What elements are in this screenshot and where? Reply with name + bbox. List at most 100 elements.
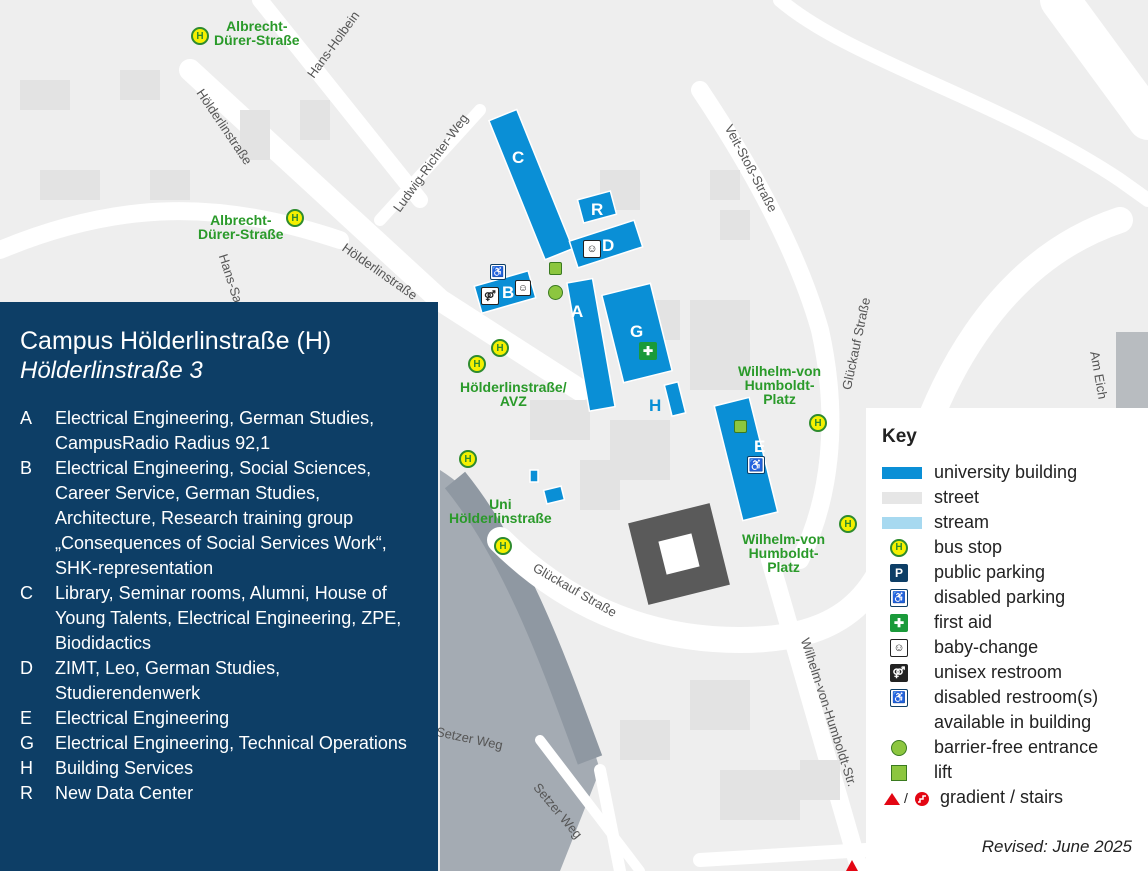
building-description: Library, Seminar rooms, Alumni, House of…: [55, 583, 402, 653]
building-description: ZIMT, Leo, German Studies, Studierendenw…: [55, 658, 281, 703]
key-item: ♿disabled restroom(s): [882, 685, 1098, 710]
building-E: [713, 396, 779, 522]
bus-stop-icon[interactable]: H: [809, 414, 827, 432]
key-label: gradient / stairs: [940, 787, 1064, 807]
bus-stop-icon[interactable]: H: [286, 209, 304, 227]
map-label-H[interactable]: H: [649, 396, 662, 415]
building-entry: R New Data Center: [20, 781, 420, 806]
unisex-restroom-icon: ⚤: [481, 287, 499, 305]
building-entry: D ZIMT, Leo, German Studies, Studierenden…: [20, 656, 420, 706]
key-item: street: [882, 485, 1098, 510]
baby-change-icon: ☺: [583, 240, 601, 258]
key-label: barrier-free entrance: [934, 737, 1099, 757]
key-title: Key: [882, 426, 917, 447]
building-C: [487, 108, 574, 261]
building-letter: G: [20, 733, 35, 753]
campus-title: Campus Hölderlinstraße (H): [20, 327, 332, 355]
bus-stop-icon[interactable]: H: [491, 339, 509, 357]
key-label: unisex restroom: [934, 662, 1063, 682]
bus-stop-icon[interactable]: H: [839, 515, 857, 533]
river-course: [444, 471, 603, 765]
building-entry: A Electrical Engineering, German Studies,…: [20, 406, 420, 456]
key-item: available in building: [882, 710, 1098, 735]
map-label-R[interactable]: R: [591, 200, 604, 219]
key-item: ✚ first aid: [882, 610, 1098, 635]
key-label: bus stop: [934, 537, 1003, 557]
key-label: university building: [934, 462, 1078, 482]
bus-stop-icon[interactable]: H: [494, 537, 512, 555]
bus-stop-icon: H: [890, 538, 908, 557]
bus-stop-icon[interactable]: H: [468, 355, 486, 373]
map-label-B[interactable]: B: [502, 283, 515, 302]
building-letter: B: [20, 458, 33, 478]
building-description: Electrical Engineering, Social Sciences,…: [55, 458, 387, 578]
disabled-parking-icon: ♿: [890, 588, 908, 607]
map-label-A[interactable]: A: [571, 302, 584, 321]
stop-label-albrecht-mid: Albrecht- Dürer-Straße: [198, 212, 284, 242]
building-entry: B Electrical Engineering, Social Sciences…: [20, 456, 420, 581]
stop-label-albrecht-top: Albrecht- Dürer-Straße: [214, 18, 300, 48]
key-label: baby-change: [934, 637, 1039, 657]
key-item: / gradient / stairs: [882, 785, 1098, 810]
bus-stop-icon[interactable]: H: [191, 27, 209, 45]
building-R: [576, 190, 618, 224]
map-label-E[interactable]: E: [754, 437, 766, 456]
road-end-block: [1116, 332, 1148, 412]
map-label-C[interactable]: C: [512, 148, 525, 167]
key-item: lift: [882, 760, 1098, 785]
disabled-restroom-icon: ♿: [747, 456, 765, 474]
campus-info-panel: Campus Hölderlinstraße (H) Hölderlinstra…: [0, 302, 438, 871]
campus-address: Hölderlinstraße 3: [20, 357, 203, 384]
key-item: ♿disabled parking: [882, 585, 1098, 610]
key-label: stream: [934, 512, 990, 532]
building-entry: E Electrical Engineering: [20, 706, 420, 731]
building-letter: H: [20, 758, 33, 778]
building-letter: E: [20, 708, 33, 728]
lift-icon: [549, 262, 562, 275]
key-item: barrier-free entrance: [882, 735, 1098, 760]
key-label: first aid: [934, 612, 993, 632]
lift-icon: [891, 764, 907, 781]
key-item: ⚤ unisex restroom: [882, 660, 1098, 685]
building-description: New Data Center: [55, 783, 194, 803]
building-letter: R: [20, 783, 33, 803]
key-label: public parking: [934, 562, 1046, 582]
building-letter: D: [20, 658, 33, 678]
barrier-free-entrance-icon: [548, 285, 563, 300]
building-letter: C: [20, 583, 33, 603]
building-description: Building Services: [55, 758, 194, 778]
baby-change-icon: ☺: [890, 638, 908, 657]
map-label-D[interactable]: D: [602, 236, 615, 255]
gradient-stairs-icon: /: [884, 790, 929, 806]
first-aid-icon: ✚: [890, 613, 908, 632]
building-entry: G Electrical Engineering, Technical Opera…: [20, 731, 420, 756]
building-letter: A: [20, 408, 33, 428]
lift-icon: [734, 420, 747, 433]
stop-label-hoelderlin-avz: Hölderlinstraße/ AVZ: [460, 379, 567, 409]
stairs-marker: [846, 860, 858, 871]
svg-text:/: /: [904, 790, 908, 806]
barrier-free-entrance-icon: [891, 739, 907, 756]
stop-label-wvh-upper: Wilhelm-von Humboldt- Platz: [738, 363, 822, 407]
building-description: Electrical Engineering, German Studies, …: [55, 408, 375, 453]
key-label: street: [934, 487, 980, 507]
university-buildings: [473, 108, 779, 522]
building-description: Electrical Engineering: [55, 708, 230, 728]
stream-swatch: [882, 516, 922, 529]
street-swatch: [882, 491, 922, 504]
disabled-restroom-icon: ♿: [490, 264, 506, 280]
key-item: university building: [882, 460, 1098, 485]
disabled-restroom-icon: ♿: [890, 688, 908, 707]
unisex-restroom-icon: ⚤: [890, 663, 908, 682]
building-description: Electrical Engineering, Technical Operat…: [55, 733, 407, 753]
key-label: available in building: [934, 712, 1092, 732]
stop-label-uni-hoelderlin: Uni Hölderlinstraße: [449, 496, 552, 526]
building-A: [566, 277, 616, 412]
key-label: lift: [934, 762, 952, 782]
bus-stop-icon[interactable]: H: [459, 450, 477, 468]
map-label-G[interactable]: G: [630, 322, 644, 341]
